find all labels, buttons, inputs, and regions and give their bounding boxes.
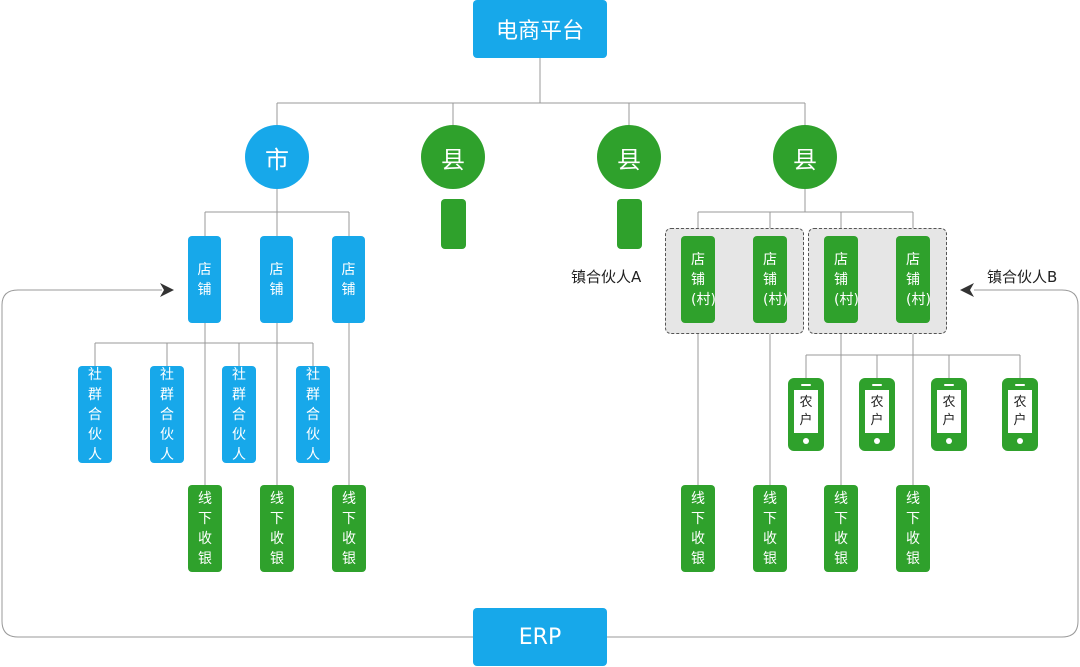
village-cashier: 线下收银 xyxy=(681,485,715,572)
cashier-label: 线下收银 xyxy=(906,490,920,567)
connector-platform xyxy=(276,58,806,125)
farmer-phone-icon: 农户 xyxy=(788,378,824,451)
village-cashier: 线下收银 xyxy=(896,485,930,572)
county-node: 县 xyxy=(597,125,661,189)
connector-county-villages xyxy=(697,189,914,236)
village-cashier: 线下收银 xyxy=(753,485,787,572)
farmer-phone-icon: 农户 xyxy=(1002,378,1038,451)
platform-label: 电商平台 xyxy=(495,19,584,44)
community-partner-label: 社群合伙人 xyxy=(88,366,102,463)
city-cashier: 线下收银 xyxy=(188,485,222,572)
city-store: 店铺 xyxy=(260,236,293,323)
village-store-label: 店铺(村) xyxy=(691,251,716,308)
village-store: 店铺(村) xyxy=(753,236,788,323)
cashier-label: 线下收银 xyxy=(763,490,777,567)
village-cashier: 线下收银 xyxy=(824,485,858,572)
farmer-label: 农户 xyxy=(1013,394,1027,428)
community-partner-label: 社群合伙人 xyxy=(232,366,246,463)
village-store-label: 店铺(村) xyxy=(906,251,931,308)
connector-village-cashiers xyxy=(697,323,914,485)
city-label: 市 xyxy=(265,145,289,174)
village-store-label: 店铺(村) xyxy=(834,251,859,308)
county-label: 县 xyxy=(793,145,817,174)
city-store: 店铺 xyxy=(188,236,221,323)
county-node: 县 xyxy=(421,125,485,189)
arrow-left-icon xyxy=(160,283,174,297)
arrow-right-icon xyxy=(960,283,974,297)
city-node: 市 xyxy=(245,125,309,189)
erp-node: ERP xyxy=(473,608,607,666)
community-partner: 社群合伙人 xyxy=(296,366,330,463)
cashier-label: 线下收银 xyxy=(342,490,356,567)
cashier-label: 线下收银 xyxy=(691,490,705,567)
connector-partners xyxy=(94,342,314,366)
partner-b-label: 镇合伙人B xyxy=(987,268,1058,286)
village-store: 店铺(村) xyxy=(824,236,859,323)
farmer-label: 农户 xyxy=(942,394,956,428)
community-partner: 社群合伙人 xyxy=(78,366,112,463)
cashier-label: 线下收银 xyxy=(834,490,848,567)
connector-farmers xyxy=(805,354,1021,378)
partner-a-label: 镇合伙人A xyxy=(571,268,642,286)
city-store-label: 店铺 xyxy=(341,261,356,298)
connector-city-stores xyxy=(204,189,350,236)
village-store: 店铺(村) xyxy=(681,236,716,323)
county-placeholder-node xyxy=(617,199,642,249)
community-partner-label: 社群合伙人 xyxy=(160,366,174,463)
county-placeholder-node xyxy=(441,199,466,249)
village-store: 店铺(村) xyxy=(896,236,931,323)
city-store: 店铺 xyxy=(332,236,365,323)
county-label: 县 xyxy=(441,145,465,174)
connector-erp-left xyxy=(1,289,473,638)
city-store-label: 店铺 xyxy=(269,261,284,298)
community-partner: 社群合伙人 xyxy=(222,366,256,463)
cashier-label: 线下收银 xyxy=(198,490,212,567)
farmer-phone-icon: 农户 xyxy=(859,378,895,451)
erp-label: ERP xyxy=(518,624,562,650)
city-store-label: 店铺 xyxy=(197,261,212,298)
village-store-label: 店铺(村) xyxy=(763,251,788,308)
platform-node: 电商平台 xyxy=(473,0,607,58)
community-partner-label: 社群合伙人 xyxy=(306,366,320,463)
farmer-phone-icon: 农户 xyxy=(931,378,967,451)
city-cashier: 线下收银 xyxy=(260,485,294,572)
connector-erp-right xyxy=(607,289,1079,638)
county-node: 县 xyxy=(773,125,837,189)
farmer-label: 农户 xyxy=(799,394,813,428)
city-cashier: 线下收银 xyxy=(332,485,366,572)
cashier-label: 线下收银 xyxy=(270,490,284,567)
county-label: 县 xyxy=(617,145,641,174)
community-partner: 社群合伙人 xyxy=(150,366,184,463)
connector-city-cashiers xyxy=(204,323,350,485)
farmer-label: 农户 xyxy=(870,394,884,428)
